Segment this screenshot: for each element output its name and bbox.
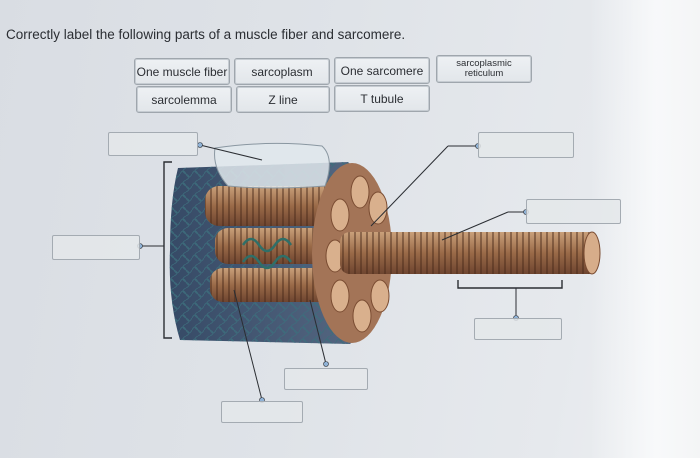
label-chip-t-tubule[interactable]: T tubule [334, 85, 430, 112]
question-text: Correctly label the following parts of a… [6, 27, 406, 42]
myofibril [340, 231, 601, 275]
chip-line-1: sarcoplasmic [456, 58, 512, 69]
drop-target-top-right[interactable] [478, 132, 574, 158]
drop-target-right-middle[interactable] [526, 199, 621, 224]
drop-target-bottom-left[interactable] [221, 401, 303, 423]
drop-target-left[interactable] [52, 235, 140, 260]
label-chip-one-sarcomere[interactable]: One sarcomere [334, 57, 430, 84]
label-chip-sarcolemma[interactable]: sarcolemma [136, 86, 232, 113]
label-chip-sarcoplasm[interactable]: sarcoplasm [234, 58, 330, 85]
muscle-fiber-body [169, 142, 392, 344]
drop-target-bottom-middle[interactable] [284, 368, 368, 390]
drop-target-top-left[interactable] [108, 132, 198, 156]
label-chip-sarcoplasmic-reticulum[interactable]: sarcoplasmic reticulum [436, 55, 532, 83]
drop-target-sarcomere[interactable] [474, 318, 562, 340]
label-chip-z-line[interactable]: Z line [236, 86, 330, 113]
chip-line-2: reticulum [464, 68, 504, 79]
label-chip-one-muscle-fiber[interactable]: One muscle fiber [134, 58, 230, 85]
